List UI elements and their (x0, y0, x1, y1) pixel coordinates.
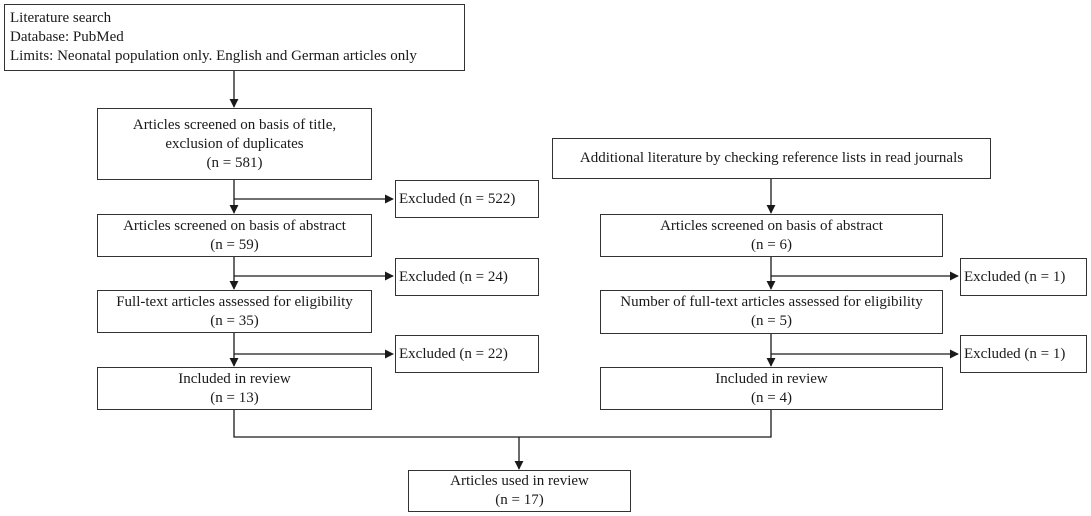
fulltext-left-count: (n = 35) (210, 312, 259, 329)
included-box-right: Included in review (n = 4) (600, 367, 943, 410)
abstract-screening-left-count: (n = 59) (210, 236, 259, 253)
merge-line (233, 410, 772, 438)
final-articles-box: Articles used in review (n = 17) (408, 470, 631, 512)
fulltext-left-line1: Full-text articles assessed for eligibil… (116, 293, 353, 310)
search-database: Database: PubMed (10, 29, 124, 45)
included-right-line1: Included in review (715, 370, 828, 387)
fulltext-box-left: Full-text articles assessed for eligibil… (97, 290, 372, 333)
additional-literature-label: Additional literature by checking refere… (579, 150, 964, 166)
included-box-left: Included in review (n = 13) (97, 367, 372, 410)
excluded-24-box: Excluded (n = 24) (395, 258, 539, 296)
excluded-1b-box: Excluded (n = 1) (960, 335, 1087, 373)
title-screening-count: (n = 581) (206, 154, 263, 171)
excluded-24-label: Excluded (n = 24) (399, 268, 508, 285)
excluded-522-box: Excluded (n = 522) (395, 180, 539, 218)
final-articles-count: (n = 17) (495, 492, 544, 508)
included-right-count: (n = 4) (751, 389, 792, 406)
fulltext-right-line1: Number of full-text articles assessed fo… (620, 294, 923, 310)
abstract-screening-box-right: Articles screened on basis of abstract (… (600, 214, 943, 257)
excluded-1a-box: Excluded (n = 1) (960, 258, 1087, 296)
abstract-screening-right-count: (n = 6) (751, 236, 792, 253)
excluded-522-label: Excluded (n = 522) (399, 190, 516, 207)
abstract-screening-left-line1: Articles screened on basis of abstract (123, 217, 346, 234)
final-articles-line1: Articles used in review (450, 473, 589, 489)
title-screening-line1: Articles screened on basis of title, (132, 116, 337, 133)
title-screening-line2: exclusion of duplicates (165, 135, 304, 152)
excluded-22-label: Excluded (n = 22) (399, 345, 508, 362)
abstract-screening-right-line1: Articles screened on basis of abstract (660, 217, 883, 234)
additional-literature-box: Additional literature by checking refere… (552, 138, 991, 179)
included-left-line1: Included in review (178, 370, 291, 387)
excluded-1a-label: Excluded (n = 1) (964, 268, 1066, 285)
fulltext-right-count: (n = 5) (751, 313, 792, 329)
abstract-screening-box-left: Articles screened on basis of abstract (… (97, 214, 372, 257)
title-screening-box: Articles screened on basis of title, exc… (97, 108, 372, 180)
excluded-1b-label: Excluded (n = 1) (964, 345, 1066, 362)
literature-search-box: Literature search Database: PubMed Limit… (4, 4, 465, 71)
fulltext-box-right: Number of full-text articles assessed fo… (600, 290, 943, 334)
search-title: Literature search (10, 10, 112, 26)
included-left-count: (n = 13) (210, 389, 259, 406)
excluded-22-box: Excluded (n = 22) (395, 335, 539, 373)
search-limits: Limits: Neonatal population only. Englis… (10, 48, 417, 64)
